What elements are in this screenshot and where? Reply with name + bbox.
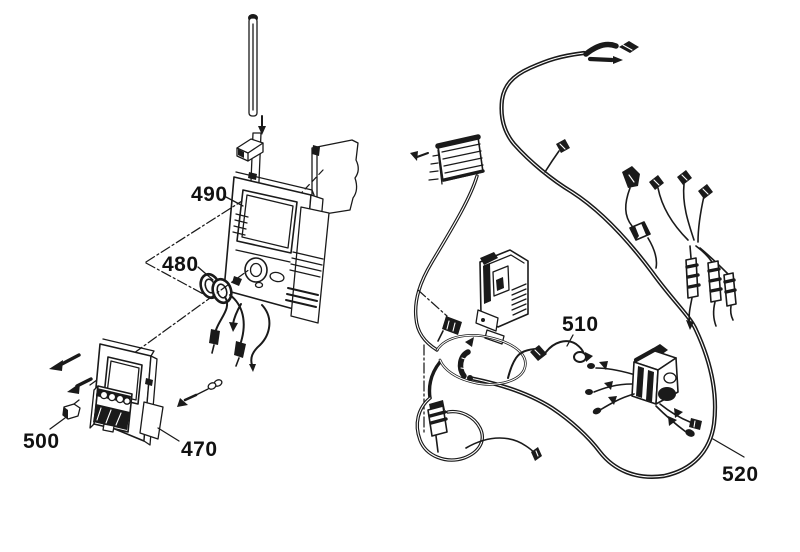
jumper-wire [465,437,542,461]
grommet-480 [199,272,233,305]
spade-fan-right [649,170,713,243]
harness-trunk-520 [467,41,718,479]
harness-branch-cable [413,174,479,400]
callout-520: 520 [712,438,759,486]
callout-490: 490 [191,183,244,207]
callout-480: 480 [162,253,214,281]
valve-wires-left [585,361,635,415]
spade-branch-top [544,139,570,173]
callout-470: 470 [157,427,218,461]
screw-and-arrows [49,353,223,407]
gas-valve [631,344,679,405]
part-label-520: 520 [722,463,759,486]
callout-510: 510 [562,313,599,347]
valve-wires-right [655,403,702,437]
callout-500: 500 [23,417,66,453]
module-locators [417,289,462,436]
wire-loop-clamp [435,334,527,386]
grommet-wires [209,294,271,372]
ignition-module [475,249,529,345]
splice-connectors [685,245,737,330]
loop-connector-branch [622,166,658,269]
wire-510 [507,340,593,379]
sensor-rod [248,14,266,135]
part-label-500: 500 [23,430,60,453]
part-label-480: 480 [162,253,199,276]
part-label-510: 510 [562,313,599,336]
control-frame-490 [223,171,330,324]
lower-curl-connector [415,396,484,462]
part-label-470: 470 [181,438,218,461]
terminal-block [89,385,133,433]
bushing-500 [62,399,81,420]
part-label-490: 490 [191,183,228,206]
ribbon-bundle-connector [410,134,485,185]
